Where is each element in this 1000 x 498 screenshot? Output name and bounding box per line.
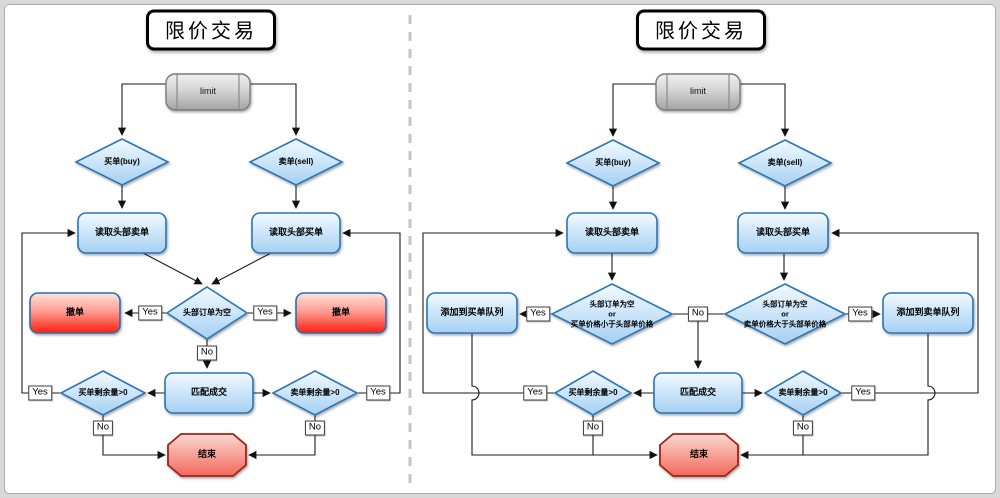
label-sell-remaining: 卖单剩余量>0 — [290, 387, 340, 397]
cylinder-limit — [165, 73, 251, 111]
rect-add-to-buy-queue — [426, 292, 518, 334]
label-cancel-right: 撤单 — [331, 307, 351, 318]
label-line: 头部订单为空 — [589, 299, 635, 309]
label-line: 头部订单为空 — [762, 299, 808, 309]
cylinder-limit — [655, 73, 741, 111]
diamond-buy-remaining — [553, 370, 633, 416]
label-sell: 卖单(sell) — [767, 157, 803, 167]
label-read-head-sell: 读取头部卖单 — [94, 227, 150, 238]
tag-yes: Yes — [848, 306, 872, 322]
left-chart-shapes — [29, 73, 387, 477]
label-cancel-left: 撤单 — [65, 307, 85, 318]
tag-no: No — [792, 420, 814, 436]
label-limit: limit — [200, 86, 216, 97]
octagon-end — [659, 433, 739, 477]
rect-match-trade — [164, 372, 254, 414]
tag-yes: Yes — [253, 305, 277, 321]
diamond-buy — [74, 138, 170, 186]
rect-read-head-buy — [737, 212, 829, 254]
rect-cancel-right — [295, 292, 387, 334]
label-buy: 买单(buy) — [104, 156, 140, 166]
diamond-buy — [565, 139, 661, 187]
right-chart-title: 限价交易 — [636, 9, 766, 51]
label-match-trade: 匹配成交 — [679, 387, 717, 398]
diamond-head-empty-or-buy-lower — [550, 283, 674, 345]
label-head-empty-or-sell-higher: 头部订单为空 or 卖单价格大于头部单价格 — [744, 299, 827, 328]
rect-add-to-sell-queue — [882, 292, 974, 334]
tag-yes: Yes — [138, 305, 162, 321]
diamond-buy-remaining — [59, 370, 147, 416]
label-buy: 买单(buy) — [595, 157, 631, 167]
diamond-head-empty-or-sell-higher — [723, 283, 847, 345]
tag-no: No — [304, 420, 326, 436]
tag-yes: Yes — [28, 385, 52, 401]
diamond-sell — [248, 138, 344, 186]
label-limit: limit — [690, 86, 706, 97]
tag-no: No — [196, 345, 218, 361]
rect-read-head-sell — [566, 212, 658, 254]
label-read-head-buy: 读取头部买单 — [268, 227, 324, 238]
label-line: 卖单价格大于头部单价格 — [743, 318, 827, 328]
label-sell: 卖单(sell) — [278, 156, 314, 166]
left-chart-title: 限价交易 — [146, 9, 276, 51]
diamond-sell-remaining — [271, 370, 359, 416]
tag-yes: Yes — [366, 385, 390, 401]
right-chart-shapes — [426, 73, 974, 477]
rect-match-trade — [653, 372, 743, 414]
label-match-trade: 匹配成交 — [190, 387, 228, 398]
tag-no: No — [92, 420, 114, 436]
label-sell-remaining: 卖单剩余量>0 — [778, 387, 828, 397]
octagon-end — [167, 433, 247, 477]
label-read-head-buy: 读取头部买单 — [755, 227, 811, 238]
rect-cancel-left — [29, 292, 121, 334]
label-read-head-sell: 读取头部卖单 — [584, 227, 640, 238]
diamond-head-order-empty — [165, 286, 249, 340]
diamond-sell — [737, 139, 833, 187]
tag-no: No — [687, 306, 709, 322]
label-head-empty-or-buy-lower: 头部订单为空 or 买单价格小于头部单价格 — [571, 299, 654, 328]
tag-no: No — [582, 420, 604, 436]
tag-yes: Yes — [523, 385, 547, 401]
label-line: or — [781, 309, 789, 319]
label-head-order-empty: 头部订单为空 — [183, 307, 231, 317]
rect-read-head-sell — [77, 212, 167, 254]
tag-yes: Yes — [851, 385, 875, 401]
rect-read-head-buy — [251, 212, 341, 254]
diamond-sell-remaining — [763, 370, 843, 416]
label-end: 结束 — [689, 449, 709, 460]
label-buy-remaining: 买单剩余量>0 — [78, 387, 128, 397]
tag-yes: Yes — [526, 306, 550, 322]
label-line: 买单价格小于头部单价格 — [570, 318, 654, 328]
label-add-to-sell-queue: 添加到卖单队列 — [896, 307, 960, 318]
label-add-to-buy-queue: 添加到买单队列 — [440, 307, 504, 318]
label-end: 结束 — [197, 449, 217, 460]
label-line: or — [608, 309, 616, 319]
label-buy-remaining: 买单剩余量>0 — [568, 387, 618, 397]
